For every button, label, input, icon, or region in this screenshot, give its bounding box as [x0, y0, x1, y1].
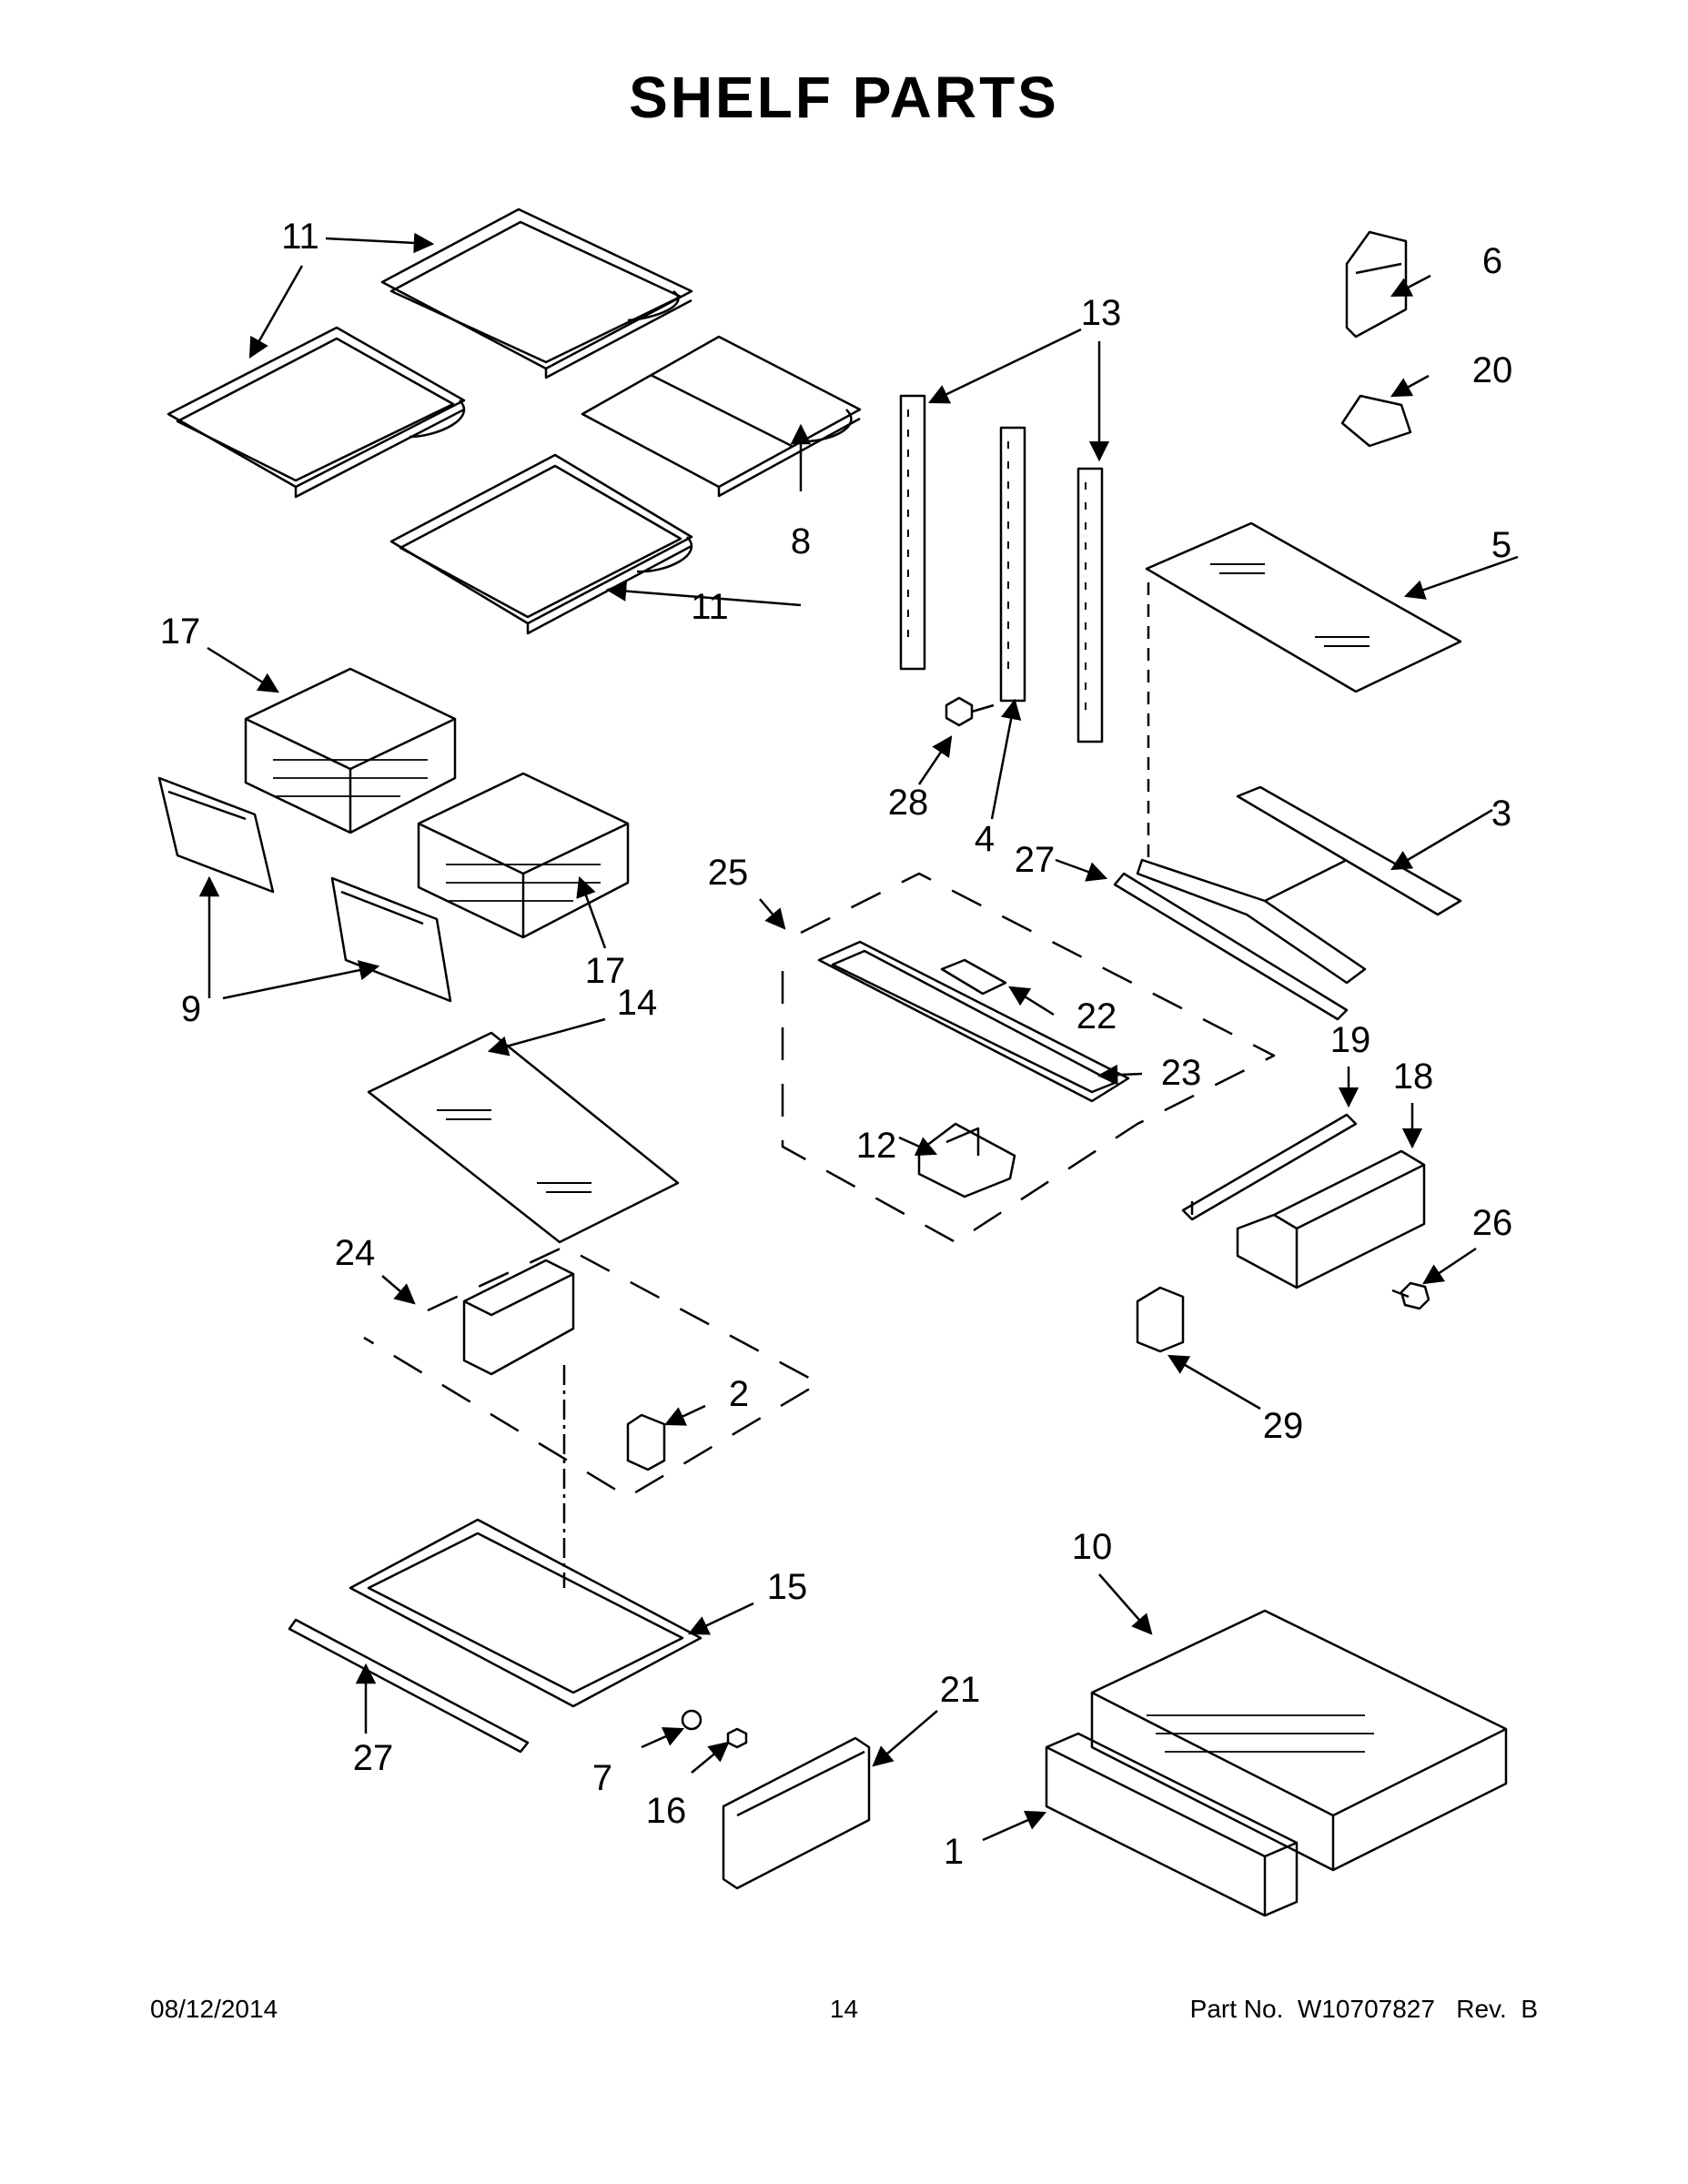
callout-27-b: 27 — [353, 1738, 394, 1778]
callout-6: 6 — [1482, 241, 1502, 281]
callout-3: 3 — [1491, 794, 1511, 834]
callout-15: 15 — [767, 1567, 808, 1607]
leader-arrows — [198, 232, 1519, 1842]
callout-4: 4 — [975, 819, 995, 859]
housing-18 — [1236, 1149, 1426, 1289]
ladder-rails-13 — [899, 394, 1104, 743]
shelf-11-lower — [389, 453, 693, 635]
crisper-front-9a — [157, 776, 275, 894]
callout-20: 20 — [1472, 350, 1513, 390]
footer-part-number: Part No. W10707827 Rev. B — [1189, 1995, 1538, 2023]
part-6 — [1345, 230, 1408, 339]
part-22 — [940, 958, 1007, 996]
callout-28: 28 — [888, 783, 929, 823]
callout-11-b: 11 — [691, 587, 729, 627]
callout-25: 25 — [708, 853, 749, 893]
callout-16: 16 — [646, 1791, 687, 1831]
shelf-8 — [581, 335, 862, 498]
callout-10: 10 — [1072, 1527, 1113, 1567]
part-2 — [626, 1413, 666, 1471]
callout-17-a: 17 — [160, 612, 201, 652]
callout-23: 23 — [1161, 1053, 1202, 1093]
rail-slots — [907, 410, 1087, 710]
callout-18: 18 — [1393, 1057, 1434, 1097]
callout-7: 7 — [592, 1758, 612, 1798]
callout-19: 19 — [1330, 1020, 1371, 1060]
glass-shelf-5 — [1145, 521, 1462, 693]
callout-26: 26 — [1472, 1203, 1513, 1243]
page-title: SHELF PARTS — [629, 65, 1059, 130]
callout-14: 14 — [617, 983, 658, 1023]
shelf-frame-3 — [1136, 785, 1462, 985]
callout-24: 24 — [335, 1233, 376, 1273]
screw-26 — [1391, 1281, 1430, 1310]
crisper-17-upper — [244, 667, 457, 834]
callout-1: 1 — [944, 1832, 964, 1872]
screw-28 — [945, 696, 995, 727]
crisper-17-lower — [417, 772, 630, 939]
footer-date: 08/12/2014 — [150, 1995, 278, 2023]
glass-shelf-14 — [367, 1031, 680, 1244]
callout-27-a: 27 — [1015, 840, 1056, 880]
trim-27-right — [1113, 872, 1349, 1021]
callout-13: 13 — [1081, 293, 1122, 333]
freezer-drawer-10 — [1090, 1609, 1508, 1872]
callout-5: 5 — [1491, 525, 1511, 565]
part-7 — [681, 1709, 702, 1731]
cover-15 — [349, 1518, 702, 1708]
housing-24 — [462, 1259, 575, 1376]
block-29 — [1136, 1286, 1185, 1353]
callout-8: 8 — [791, 521, 811, 561]
shelf-11-left — [167, 326, 466, 499]
part-16 — [726, 1727, 748, 1749]
callout-17-b: 17 — [585, 951, 626, 991]
drawer-front-1 — [1045, 1732, 1299, 1917]
callout-12: 12 — [856, 1126, 897, 1166]
trim-27-left — [288, 1618, 530, 1754]
bracket-21 — [722, 1736, 871, 1890]
part-20 — [1340, 394, 1412, 448]
callout-21: 21 — [940, 1670, 981, 1710]
callout-11-a: 11 — [281, 217, 319, 257]
callout-29: 29 — [1263, 1406, 1304, 1446]
dash-box-24 — [363, 1245, 821, 1499]
dash-box-25 — [781, 872, 1276, 1244]
callout-9: 9 — [181, 989, 201, 1029]
crisper-front-9b — [330, 876, 452, 1003]
footer-page-number: 14 — [829, 1995, 859, 2023]
control-12 — [917, 1122, 1016, 1198]
shelf-11-top — [380, 207, 693, 379]
callout-2: 2 — [729, 1374, 749, 1414]
callout-22: 22 — [1076, 996, 1117, 1036]
slide-19 — [1181, 1113, 1358, 1221]
